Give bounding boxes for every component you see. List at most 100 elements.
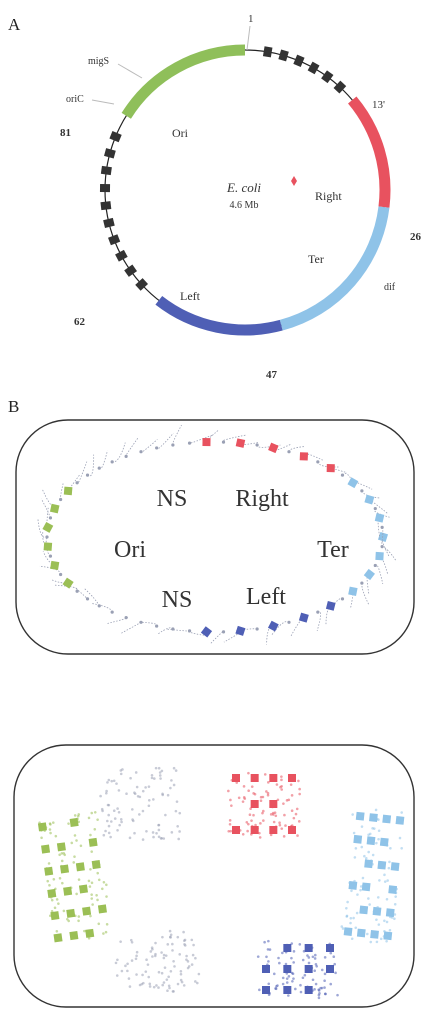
cluster-bead bbox=[278, 821, 281, 824]
cluster-bead bbox=[275, 783, 279, 786]
chromatin-loop bbox=[84, 588, 100, 607]
cluster-bead bbox=[376, 896, 380, 899]
cluster-bead bbox=[107, 824, 111, 828]
cluster-bead bbox=[314, 953, 317, 957]
cluster-bead bbox=[166, 793, 170, 797]
cluster-bead bbox=[268, 948, 272, 951]
cluster-bead bbox=[138, 813, 141, 816]
cluster-bead bbox=[101, 887, 104, 891]
cluster-bead bbox=[77, 919, 80, 923]
cluster-bead bbox=[150, 773, 154, 777]
arc-left bbox=[155, 295, 283, 336]
cluster-bead bbox=[48, 828, 52, 831]
cluster-bead bbox=[161, 935, 164, 939]
cluster-bead bbox=[279, 785, 282, 789]
cluster-bead bbox=[152, 798, 155, 801]
cluster-bead bbox=[125, 792, 128, 796]
chromatin-loop bbox=[74, 586, 89, 600]
cluster-bead bbox=[258, 831, 261, 835]
cluster-bead bbox=[352, 831, 356, 835]
cluster-marker bbox=[326, 944, 334, 952]
cluster-bead bbox=[158, 774, 162, 777]
cluster-bead bbox=[60, 859, 64, 863]
cluster-bead bbox=[261, 811, 264, 815]
label-a-right: Right bbox=[315, 189, 342, 203]
cluster-bead bbox=[118, 823, 121, 827]
cluster-bead bbox=[88, 885, 92, 888]
cluster-bead bbox=[266, 793, 270, 797]
cluster-bead bbox=[169, 786, 172, 790]
cluster-bead bbox=[317, 996, 321, 1000]
cluster-bead bbox=[267, 993, 271, 997]
cluster-bead bbox=[294, 812, 298, 816]
cluster-bead bbox=[258, 988, 261, 992]
genome-size: 4.6 Mb bbox=[230, 200, 259, 211]
label-a-ter: Ter bbox=[308, 252, 324, 266]
cluster-marker bbox=[364, 859, 373, 869]
cluster-bead bbox=[102, 880, 106, 884]
chromatin-bead bbox=[59, 572, 63, 577]
cluster-bead bbox=[87, 879, 91, 883]
cluster-bead bbox=[129, 776, 132, 780]
cluster-bead bbox=[105, 883, 108, 887]
cluster-bead bbox=[375, 841, 378, 845]
cluster-bead bbox=[228, 819, 232, 822]
cluster-bead bbox=[299, 983, 302, 987]
chromatin-bead bbox=[171, 443, 175, 447]
chromatin-bead bbox=[187, 629, 192, 633]
cluster-bead bbox=[119, 940, 122, 943]
cluster-bead bbox=[87, 816, 91, 820]
cluster-marker bbox=[348, 881, 358, 890]
cluster-bead bbox=[247, 822, 250, 826]
cluster-bead bbox=[375, 918, 378, 922]
cluster-bead bbox=[323, 972, 327, 976]
cluster-bead bbox=[168, 986, 171, 990]
cluster-bead bbox=[289, 783, 293, 786]
cluster-bead bbox=[245, 821, 249, 824]
cluster-bead bbox=[95, 894, 98, 897]
cluster-bead bbox=[298, 792, 301, 796]
cluster-bead bbox=[89, 914, 92, 918]
cluster-ori bbox=[37, 811, 109, 943]
cluster-bead bbox=[269, 813, 273, 816]
cluster-bead bbox=[292, 950, 296, 953]
cluster-bead bbox=[267, 781, 270, 784]
cluster-bead bbox=[169, 936, 172, 939]
cluster-bead bbox=[252, 813, 255, 817]
cluster-bead bbox=[374, 808, 378, 812]
cluster-bead bbox=[172, 766, 176, 770]
cluster-bead bbox=[301, 976, 305, 980]
cluster-bead bbox=[285, 977, 289, 980]
cluster-bead bbox=[265, 955, 268, 959]
cluster-bead bbox=[178, 811, 182, 815]
cluster-bead bbox=[73, 814, 77, 817]
chromosome-map bbox=[99, 44, 391, 336]
cluster-bead bbox=[368, 903, 371, 906]
chromatin-marker bbox=[298, 612, 309, 623]
cluster-bead bbox=[333, 962, 336, 966]
cluster-bead bbox=[67, 822, 70, 825]
chromatin-marker bbox=[267, 620, 279, 632]
cluster-bead bbox=[317, 993, 321, 997]
ns-box-left bbox=[104, 148, 116, 159]
chromatin-marker bbox=[364, 494, 375, 505]
cluster-marker bbox=[326, 965, 334, 973]
cluster-bead bbox=[301, 958, 305, 962]
chromatin-loop bbox=[157, 627, 174, 635]
cluster-bead bbox=[230, 804, 233, 807]
cluster-bead bbox=[77, 878, 81, 881]
chromatin-bead bbox=[221, 630, 226, 634]
cluster-bead bbox=[385, 939, 388, 943]
chromatin-loop bbox=[87, 454, 95, 477]
cluster-bead bbox=[134, 957, 138, 961]
cluster-bead bbox=[58, 853, 61, 857]
cluster-bead bbox=[266, 791, 270, 795]
cluster-bead bbox=[282, 835, 286, 838]
cluster-bead bbox=[229, 798, 232, 802]
ns-box-left bbox=[124, 264, 137, 277]
cluster-bead bbox=[107, 803, 111, 807]
cluster-bead bbox=[273, 811, 277, 815]
pos-label-47: 47 bbox=[266, 369, 278, 381]
cluster-bead bbox=[272, 972, 276, 976]
